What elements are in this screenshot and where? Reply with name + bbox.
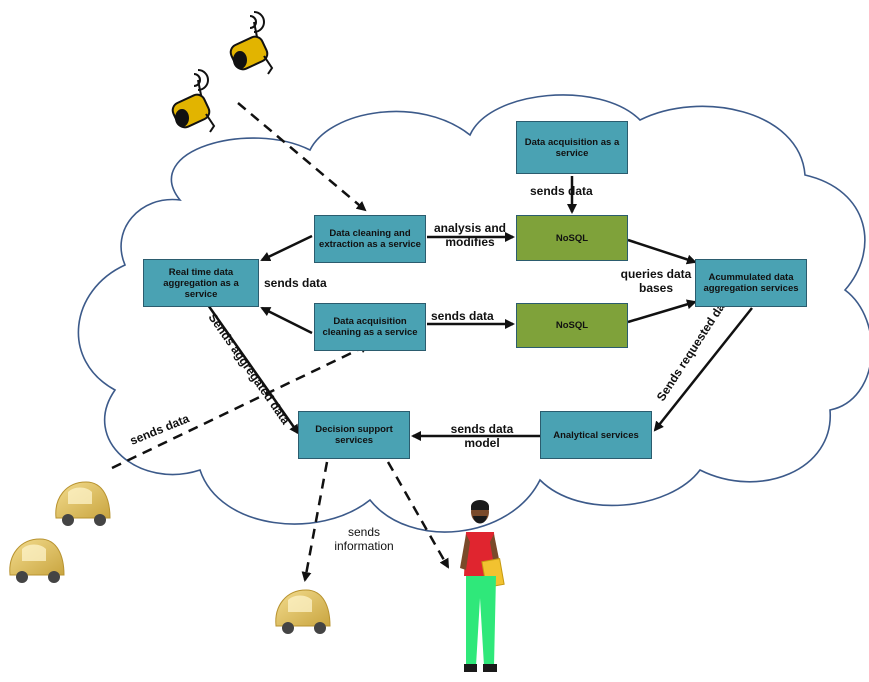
node-nosql-bottom: NoSQL (516, 303, 628, 348)
label-sends-information: sends information (334, 525, 394, 553)
arrow-realtime-to-decision (206, 304, 300, 435)
label-queries-databases: queries data bases (620, 267, 692, 295)
arrow-nosql2-to-accumulated (627, 299, 697, 324)
car-icon (55, 481, 111, 526)
cloud-shape (77, 94, 869, 533)
node-decision-support: Decision support services (298, 411, 410, 459)
person-icon (460, 500, 505, 672)
arrow-acqclean-to-realtime (260, 306, 313, 335)
car-icon (275, 589, 331, 634)
label-sends-data-left: sends data (264, 276, 327, 290)
arrow-camera-to-cleaning (237, 102, 367, 212)
car-icon (9, 538, 65, 583)
label-sends-data-top: sends data (530, 184, 593, 198)
node-data-acquisition-service: Data acquisition as a service (516, 121, 628, 174)
arrow-decision-to-person (386, 461, 450, 569)
arrow-nosql-to-accumulated (627, 238, 697, 265)
arrow-cleaning-to-realtime (260, 234, 313, 262)
label-sends-data-mid: sends data (431, 309, 494, 323)
arrow-accumulated-to-analytical (653, 307, 753, 432)
dashed-arrows (111, 102, 450, 582)
label-sends-data-model: sends data model (450, 422, 514, 450)
flow-arrows (206, 176, 753, 441)
security-camera-icon (171, 69, 216, 133)
node-nosql-top: NoSQL (516, 215, 628, 261)
node-accumulated-aggregation: Acummulated data aggregation services (695, 259, 807, 307)
node-analytical-services: Analytical services (540, 411, 652, 459)
arrow-decision-to-car (301, 461, 329, 582)
arrow-cars-to-acqcleaning (111, 343, 370, 470)
node-realtime-aggregation: Real time data aggregation as a service (143, 259, 259, 307)
node-data-acquisition-cleaning: Data acquisition cleaning as a service (314, 303, 426, 351)
node-data-cleaning-service: Data cleaning and extraction as a servic… (314, 215, 426, 263)
security-camera-icon (229, 11, 274, 75)
label-analysis-modifies: analysis and modifies (433, 221, 507, 249)
